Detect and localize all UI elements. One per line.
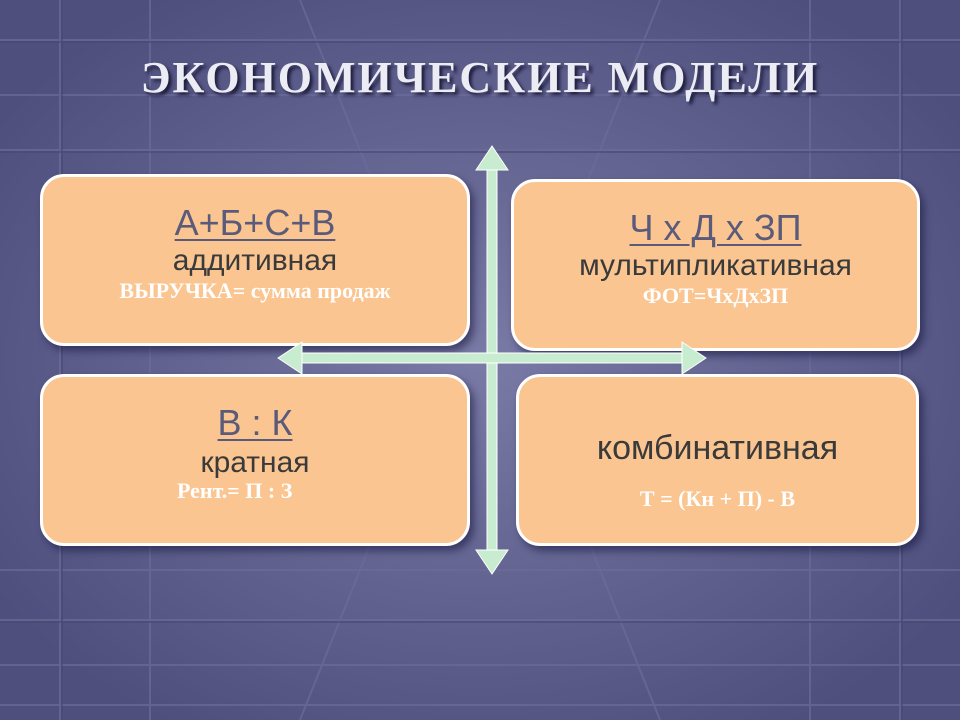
additive-model-card: А+Б+С+В аддитивная ВЫРУЧКА= сумма продаж (40, 174, 470, 346)
multiple-example: Рент.= П : З (177, 477, 293, 503)
combined-example: Т = (Кн + П) - В (639, 485, 796, 511)
combined-model-card: комбинативная Т = (Кн + П) - В (516, 374, 919, 546)
multiple-model-card: В : К кратная Рент.= П : З (40, 374, 470, 546)
multiplicative-model-card: Ч х Д х ЗП мультипликативная ФОТ=ЧхДхЗП (511, 179, 920, 351)
additive-example: ВЫРУЧКА= сумма продаж (119, 277, 391, 303)
multiplicative-example: ФОТ=ЧхДхЗП (642, 282, 789, 308)
multiplicative-formula: Ч х Д х ЗП (629, 207, 802, 248)
multiple-formula: В : К (217, 402, 293, 443)
multiplicative-model-name: мультипликативная (579, 249, 852, 282)
additive-model-name: аддитивная (172, 244, 338, 277)
additive-formula: А+Б+С+В (174, 202, 336, 243)
multiple-model-name: кратная (200, 446, 310, 479)
combined-model-name: комбинативная (596, 429, 839, 467)
slide-title: ЭКОНОМИЧЕСКИЕ МОДЕЛИ (140, 53, 820, 102)
